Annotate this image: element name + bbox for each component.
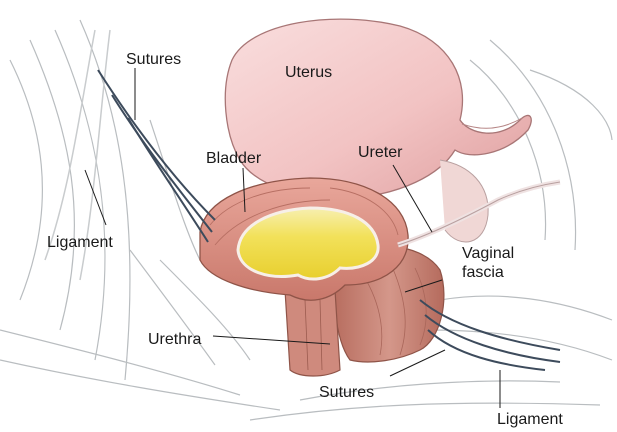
label-ureter: Ureter	[358, 144, 403, 161]
label-ligament-left: Ligament	[47, 234, 113, 251]
label-ligament-bottom: Ligament	[497, 411, 563, 428]
label-urethra: Urethra	[148, 331, 201, 348]
label-uterus: Uterus	[285, 64, 332, 81]
cervix	[440, 160, 488, 242]
sutures-top	[98, 70, 215, 242]
uterus	[225, 19, 531, 198]
urethra	[285, 290, 340, 376]
label-bladder: Bladder	[206, 150, 262, 167]
label-sutures-top: Sutures	[126, 51, 181, 68]
label-vaginal-fascia-line2: fascia	[462, 264, 504, 281]
label-sutures-bottom: Sutures	[319, 384, 374, 401]
label-vaginal-fascia-line1: Vaginal	[462, 245, 514, 262]
